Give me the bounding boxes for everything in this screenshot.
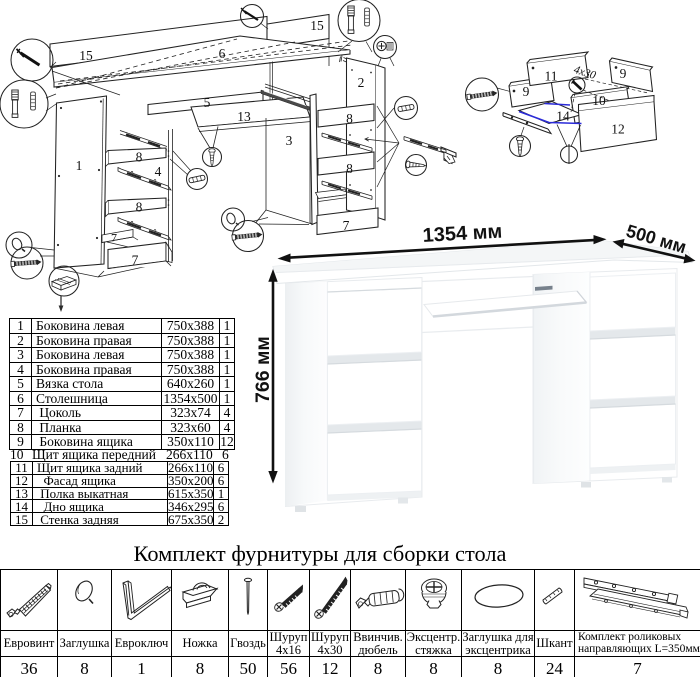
svg-text:8: 8 (346, 161, 353, 176)
svg-text:3: 3 (286, 133, 293, 148)
svg-text:15: 15 (310, 18, 324, 33)
svg-text:2: 2 (358, 75, 365, 90)
svg-text:9: 9 (523, 84, 530, 99)
svg-text:1354 мм: 1354 мм (422, 221, 503, 247)
svg-text:766 мм: 766 мм (252, 336, 274, 403)
svg-text:13: 13 (237, 109, 251, 124)
svg-text:12: 12 (611, 122, 625, 137)
svg-text:9: 9 (620, 66, 627, 81)
svg-text:14: 14 (556, 109, 570, 124)
svg-text:7: 7 (343, 218, 350, 233)
svg-text:8: 8 (136, 150, 143, 165)
svg-text:7: 7 (111, 231, 117, 245)
svg-text:15: 15 (79, 48, 93, 63)
svg-text:10: 10 (592, 93, 606, 108)
svg-text:4: 4 (155, 164, 162, 179)
svg-text:1: 1 (76, 158, 83, 173)
svg-text:6: 6 (219, 46, 226, 61)
svg-text:8: 8 (136, 200, 143, 215)
svg-text:11: 11 (545, 69, 558, 84)
svg-text:7: 7 (132, 253, 139, 268)
svg-text:5: 5 (204, 95, 211, 110)
svg-text:8: 8 (346, 111, 353, 126)
